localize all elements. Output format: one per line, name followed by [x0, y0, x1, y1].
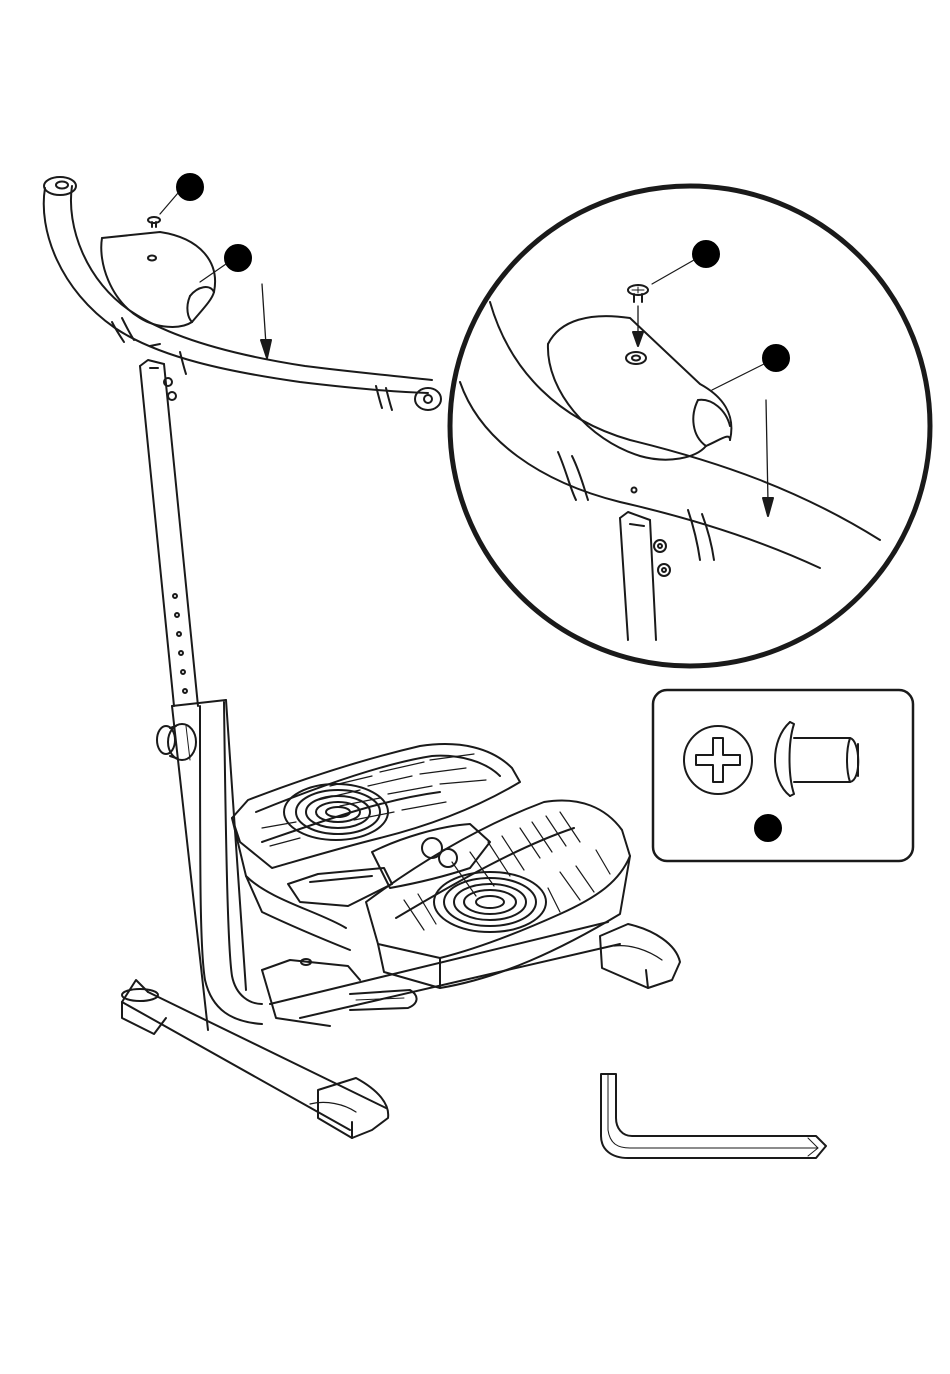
detail-cover-screw: [628, 285, 648, 302]
detail-callout-screw: [652, 241, 719, 284]
hardware-box: [653, 690, 913, 861]
step-platform: [232, 744, 630, 1026]
handlebar-cover: [101, 232, 215, 327]
detail-callout-cover: [712, 345, 789, 390]
detail-screw-arrow: [633, 306, 643, 346]
install-direction-arrow: [261, 284, 271, 358]
detail-install-arrow: [763, 400, 773, 516]
callout-screw: [160, 174, 203, 214]
allen-wrench-icon: [601, 1074, 826, 1158]
cover-screw: [148, 217, 160, 227]
callout-cover: [200, 245, 251, 282]
handlebar: [44, 177, 441, 410]
phillips-head-icon: [684, 726, 752, 794]
stabilizer-base: [122, 922, 680, 1138]
hardware-callout-dot: [755, 815, 781, 841]
detail-view: [450, 186, 930, 666]
upright-post: [140, 360, 262, 1030]
screw-side-icon: [775, 722, 858, 796]
